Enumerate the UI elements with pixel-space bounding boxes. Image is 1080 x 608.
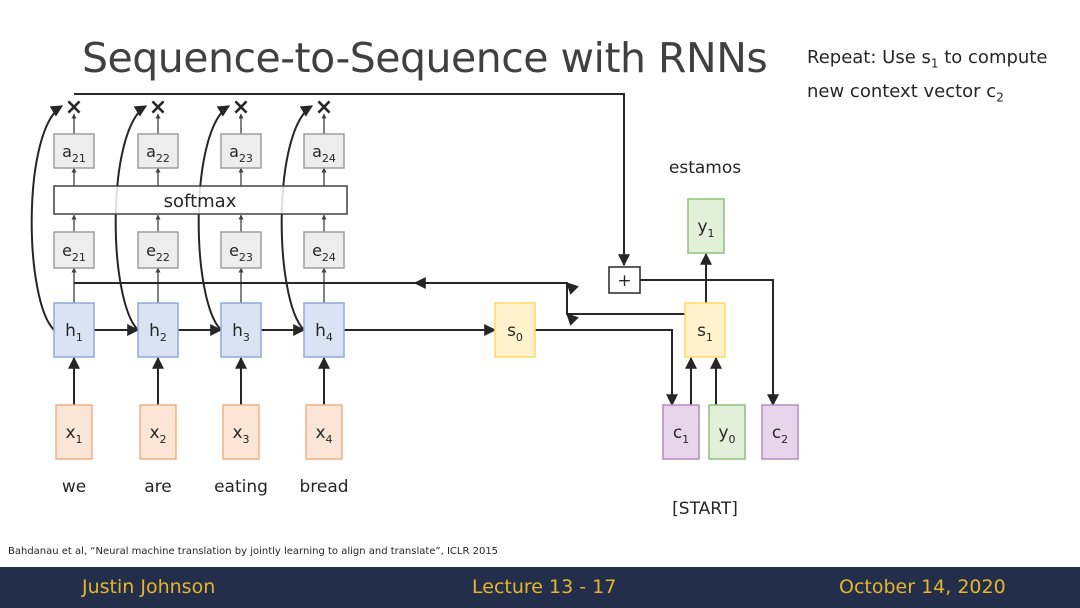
diagram-nodes: × × × × x1 h1 e21 a21 x2 h2 e22 a22 x3 h3 e23 a23 x4 h4 e2… <box>53 95 799 460</box>
input-node-x3: x3 <box>222 404 260 460</box>
decoder-state-s0: s0 <box>494 302 536 358</box>
input-node-x4: x4 <box>305 404 343 460</box>
source-word-1: we <box>61 477 87 497</box>
score-node-e1: e21 <box>53 231 95 269</box>
footer-bar: Justin Johnson Lecture 13 - 17 October 1… <box>0 567 1080 608</box>
weight-node-a1: a21 <box>53 133 95 169</box>
note-line-1: Repeat: Use s1 to compute <box>807 47 1048 71</box>
curve-h-to-multiply-3 <box>197 105 231 331</box>
curve-h-to-multiply-2 <box>114 105 148 331</box>
attention-diagram: × × × × x1 h1 e21 a21 x2 h2 e22 a22 x3 h3 e23 a23 x4 h4 e2… <box>30 93 799 460</box>
decoder-output-y1: y1 <box>687 198 725 254</box>
hidden-node-h3: h3 <box>220 302 262 358</box>
multiply-icon-3: × <box>232 95 250 120</box>
score-node-e4: e24 <box>303 231 345 269</box>
source-word-2: are <box>144 477 172 497</box>
score-node-e2: e22 <box>137 231 179 269</box>
curve-h-to-multiply-1 <box>30 105 64 331</box>
footer-date: October 14, 2020 <box>839 576 1006 598</box>
footer-lecture: Lecture 13 - 17 <box>472 576 617 598</box>
weight-node-a2: a22 <box>137 133 179 169</box>
decoder-state-s1: s1 <box>684 302 726 358</box>
hidden-node-h4: h4 <box>303 302 345 358</box>
arrow-plus-to-c2 <box>640 279 779 407</box>
context-node-c1: c1 <box>662 404 700 460</box>
score-node-e3: e23 <box>220 231 262 269</box>
multiply-icon-2: × <box>149 95 167 120</box>
weight-node-a4: a24 <box>303 133 345 169</box>
hidden-node-h2: h2 <box>137 302 179 358</box>
multiply-icon-1: × <box>65 95 83 120</box>
output-word-estamos: estamos <box>668 158 742 178</box>
plus-icon: + <box>617 271 631 291</box>
softmax-box: softmax <box>53 185 348 215</box>
multiply-icon-4: × <box>315 95 333 120</box>
slide-title: Sequence-to-Sequence with RNNs <box>82 34 768 82</box>
arrow-s1-to-scores <box>74 282 686 326</box>
input-node-x2: x2 <box>139 404 177 460</box>
hidden-node-h1: h1 <box>53 302 95 358</box>
footer-author: Justin Johnson <box>82 576 216 598</box>
citation: Bahdanau et al, “Neural machine translat… <box>8 546 499 557</box>
input-node-x1: x1 <box>55 404 93 460</box>
context-node-c2: c2 <box>761 404 799 460</box>
arrow-weighted-sum-to-plus <box>74 93 630 267</box>
curve-h-to-multiply-4 <box>280 105 314 331</box>
weight-node-a3: a23 <box>220 133 262 169</box>
source-word-3: eating <box>214 477 268 497</box>
note-line-2: new context vector c2 <box>807 80 1004 105</box>
connector-arrows <box>30 93 779 407</box>
start-token: [START] <box>672 499 738 519</box>
repeat-note: Repeat: Use s1 to compute new context ve… <box>807 44 1047 111</box>
plus-node: + <box>608 266 641 294</box>
decoder-input-y0: y0 <box>708 404 746 460</box>
arrow-s0-to-c1 <box>535 329 678 407</box>
softmax-label: softmax <box>164 191 237 212</box>
source-word-4: bread <box>299 477 349 497</box>
